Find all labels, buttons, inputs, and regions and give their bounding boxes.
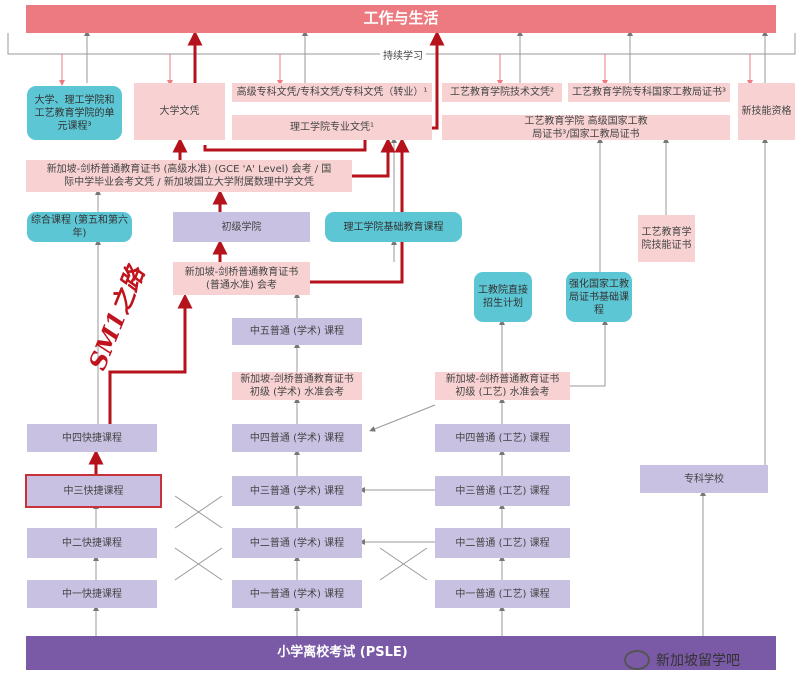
- continuous-learning-label: 持续学习: [380, 47, 426, 62]
- ite-specialist-nitec-box[interactable]: 工艺教育学院专科国家工教局证书³: [568, 83, 730, 102]
- sec1-na-box[interactable]: 中一普通 (学术) 课程: [232, 580, 362, 608]
- sec4-na-box[interactable]: 中四普通 (学术) 课程: [232, 424, 362, 452]
- watermark-text: 新加坡留学吧: [656, 653, 740, 669]
- poly-diploma-box[interactable]: 理工学院专业文凭¹: [232, 115, 432, 140]
- n-t-level-box[interactable]: 新加坡-剑桥普通教育证书 初级 (工艺) 水准会考: [435, 372, 570, 400]
- watermark: 新加坡留学吧: [624, 650, 740, 670]
- modular-courses-box[interactable]: 大学、理工学院和工艺教育学院的单元课程³: [27, 86, 122, 140]
- ite-nitec-box[interactable]: 工艺教育学院 高级国家工教局证书³/国家工教局证书: [442, 115, 730, 140]
- psle-banner: 小学离校考试 (PSLE): [26, 636, 776, 670]
- sec2-express-box[interactable]: 中二快捷课程: [27, 528, 157, 558]
- skills-qualification-box[interactable]: 新技能资格: [738, 83, 795, 140]
- degree-box[interactable]: 大学文凭: [134, 83, 225, 140]
- n-a-level-box[interactable]: 新加坡-剑桥普通教育证书 初级 (学术) 水准会考: [232, 372, 362, 400]
- ite-technical-diploma-box[interactable]: 工艺教育学院技术文凭²: [442, 83, 562, 102]
- junior-college-box[interactable]: 初级学院: [173, 212, 310, 242]
- ite-skills-certificate-box[interactable]: 工艺教育学院技能证书: [638, 215, 695, 262]
- sec5-na-box[interactable]: 中五普通 (学术) 课程: [232, 318, 362, 345]
- poly-foundation-box[interactable]: 理工学院基础教育课程: [325, 212, 462, 242]
- sec4-nt-box[interactable]: 中四普通 (工艺) 课程: [435, 424, 570, 452]
- sec1-express-box[interactable]: 中一快捷课程: [27, 580, 157, 608]
- wechat-icon: [624, 650, 650, 670]
- integrated-programme-box[interactable]: 综合课程 (第五和第六年): [27, 212, 132, 242]
- work-and-life-banner: 工作与生活: [26, 5, 776, 33]
- a-level-box[interactable]: 新加坡-剑桥普通教育证书 (高级水准) (GCE 'A' Level) 会考 /…: [26, 160, 352, 192]
- enhanced-nitec-foundation-box[interactable]: 强化国家工教局证书基础课程: [566, 272, 632, 322]
- o-level-box[interactable]: 新加坡-剑桥普通教育证书 (普通水准) 会考: [173, 262, 310, 295]
- advanced-diploma-box[interactable]: 高级专科文凭/专科文凭/专科文凭（转业）¹: [232, 83, 432, 102]
- sec2-nt-box[interactable]: 中二普通 (工艺) 课程: [435, 528, 570, 558]
- ite-direct-admission-box[interactable]: 工教院直接招生计划: [474, 272, 532, 322]
- sec1-nt-box[interactable]: 中一普通 (工艺) 课程: [435, 580, 570, 608]
- specialised-school-box[interactable]: 专科学校: [640, 465, 768, 493]
- sec3-express-box[interactable]: 中三快捷课程: [25, 474, 162, 508]
- sec2-na-box[interactable]: 中二普通 (学术) 课程: [232, 528, 362, 558]
- sec3-nt-box[interactable]: 中三普通 (工艺) 课程: [435, 476, 570, 506]
- sec3-na-box[interactable]: 中三普通 (学术) 课程: [232, 476, 362, 506]
- sec4-express-box[interactable]: 中四快捷课程: [27, 424, 157, 452]
